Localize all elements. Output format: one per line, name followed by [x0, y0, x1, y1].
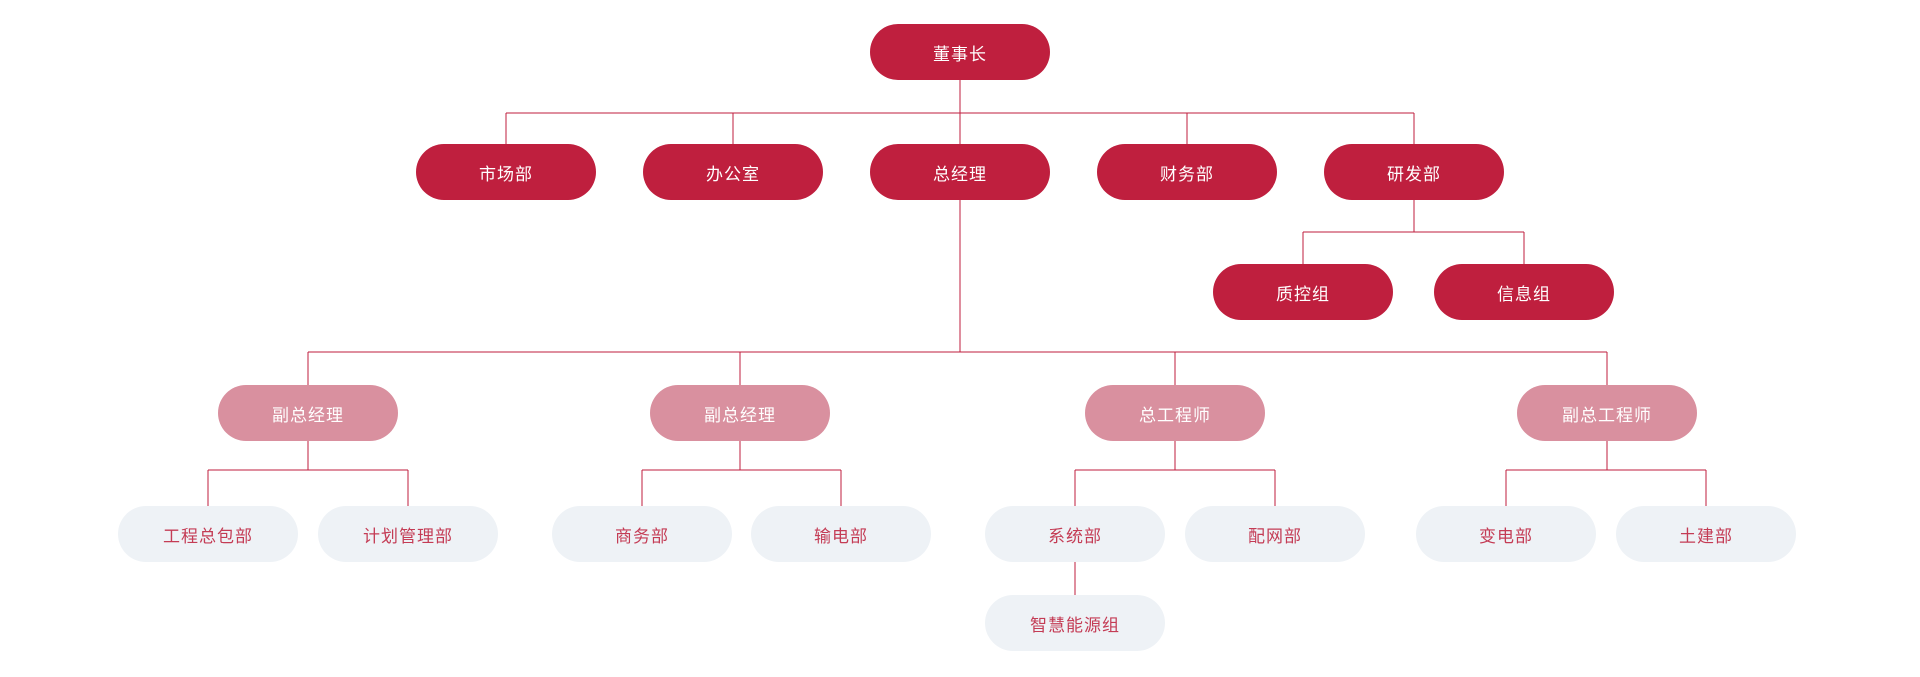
- org-node-deputy-gm-2[interactable]: 副总经理: [650, 385, 830, 441]
- org-node-distribution-network-dept[interactable]: 配网部: [1185, 506, 1365, 562]
- org-node-label: 董事长: [933, 44, 987, 64]
- org-node-civil-engineering-dept[interactable]: 土建部: [1616, 506, 1796, 562]
- org-node-label: 质控组: [1276, 284, 1330, 304]
- connector-chief-engineer-children: [1074, 441, 1276, 506]
- org-node-label: 研发部: [1387, 164, 1441, 184]
- connector-deputy-gm-2-children: [641, 441, 842, 506]
- org-node-deputy-chief-engineer[interactable]: 副总工程师: [1517, 385, 1697, 441]
- org-node-epc-dept[interactable]: 工程总包部: [118, 506, 298, 562]
- org-node-label: 配网部: [1248, 526, 1302, 546]
- org-node-quality-control-group[interactable]: 质控组: [1213, 264, 1393, 320]
- org-node-label: 土建部: [1679, 526, 1733, 546]
- org-node-information-group[interactable]: 信息组: [1434, 264, 1614, 320]
- org-node-label: 输电部: [814, 526, 868, 546]
- org-node-label: 信息组: [1497, 284, 1551, 304]
- org-node-chairman[interactable]: 董事长: [870, 24, 1050, 80]
- org-node-label: 总经理: [933, 164, 987, 184]
- org-node-power-transmission-dept[interactable]: 输电部: [751, 506, 931, 562]
- org-node-substation-dept[interactable]: 变电部: [1416, 506, 1596, 562]
- org-node-label: 商务部: [615, 526, 669, 546]
- org-node-label: 财务部: [1160, 164, 1214, 184]
- org-node-label: 副总经理: [704, 405, 776, 425]
- org-node-finance-dept[interactable]: 财务部: [1097, 144, 1277, 200]
- org-node-chief-engineer[interactable]: 总工程师: [1085, 385, 1265, 441]
- org-node-commerce-dept[interactable]: 商务部: [552, 506, 732, 562]
- org-node-planning-dept[interactable]: 计划管理部: [318, 506, 498, 562]
- org-node-deputy-gm-1[interactable]: 副总经理: [218, 385, 398, 441]
- connector-gm-to-level3: [307, 200, 1608, 385]
- org-node-office[interactable]: 办公室: [643, 144, 823, 200]
- connector-deputy-gm-1-children: [207, 441, 409, 506]
- org-node-smart-energy-group[interactable]: 智慧能源组: [985, 595, 1165, 651]
- org-node-general-manager[interactable]: 总经理: [870, 144, 1050, 200]
- org-node-system-dept[interactable]: 系统部: [985, 506, 1165, 562]
- org-node-label: 工程总包部: [163, 526, 253, 546]
- org-node-label: 智慧能源组: [1030, 615, 1120, 635]
- org-node-label: 计划管理部: [363, 526, 453, 546]
- org-node-label: 办公室: [706, 164, 760, 184]
- org-node-marketing-dept[interactable]: 市场部: [416, 144, 596, 200]
- org-node-rnd-dept[interactable]: 研发部: [1324, 144, 1504, 200]
- org-node-label: 变电部: [1479, 526, 1533, 546]
- org-node-label: 副总经理: [272, 405, 344, 425]
- connector-deputy-chief-engineer-children: [1505, 441, 1707, 506]
- connector-chairman-to-level2: [505, 80, 1415, 144]
- org-node-label: 总工程师: [1139, 405, 1211, 425]
- connector-rnd-to-groups: [1302, 200, 1525, 264]
- org-node-label: 系统部: [1048, 526, 1102, 546]
- org-node-label: 副总工程师: [1562, 405, 1652, 425]
- org-node-label: 市场部: [479, 164, 533, 184]
